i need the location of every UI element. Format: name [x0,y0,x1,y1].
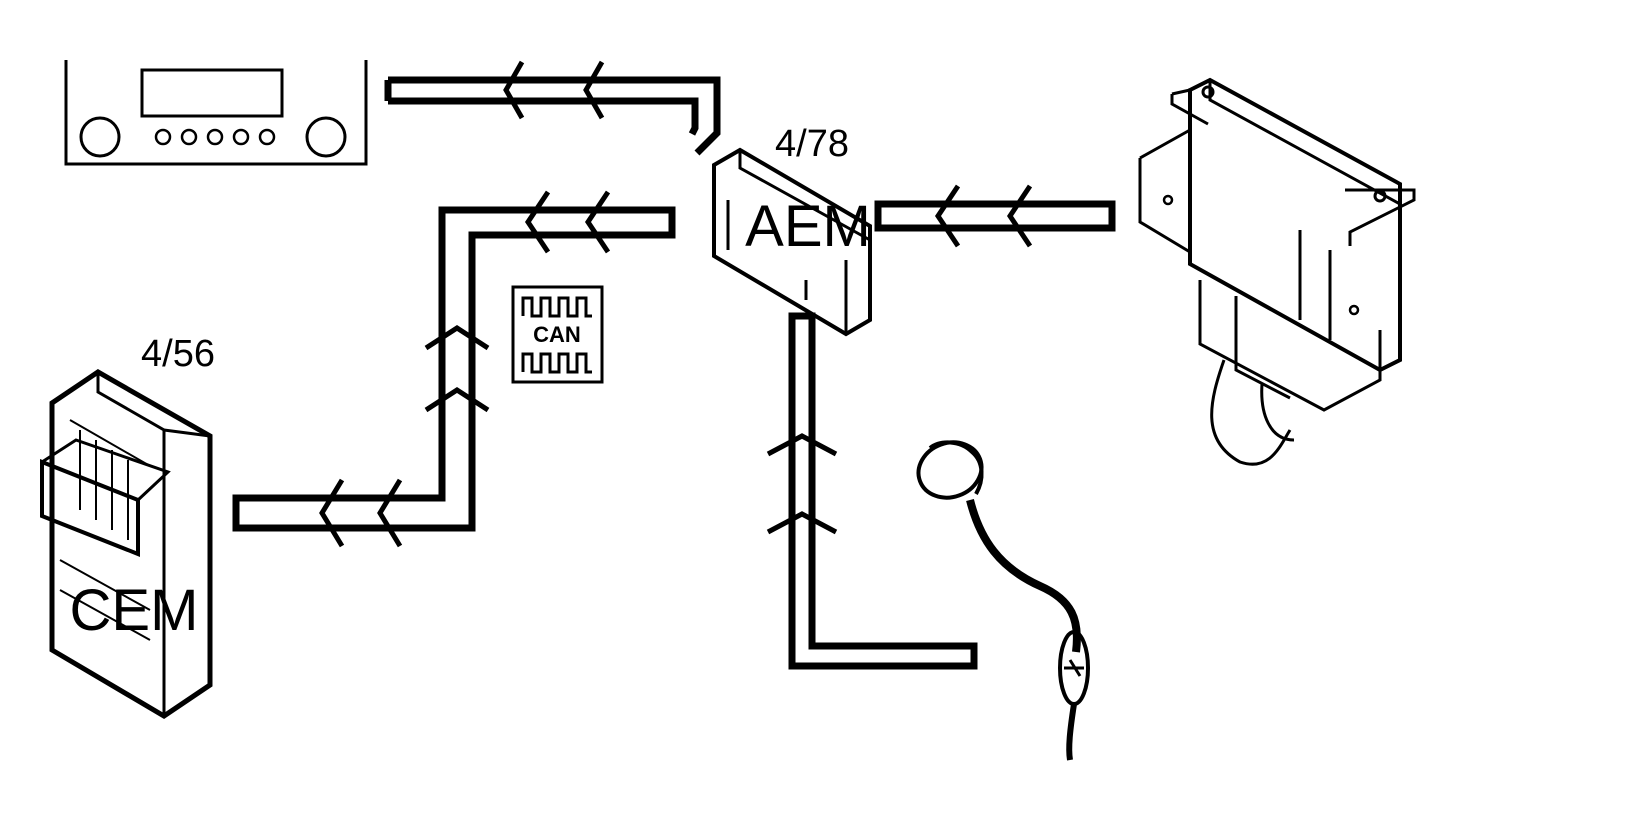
cem-ref-label: 4/56 [141,333,215,375]
can-bus-symbol: CAN [511,285,604,384]
cem-module: CEM 4/56 [40,333,215,719]
link-aem-sensor [766,312,978,670]
aem-ref-label: 4/78 [775,123,849,165]
microphone-sensor [916,440,1090,761]
cem-label: CEM [70,578,199,643]
bracket-control-unit [1138,77,1416,466]
aem-module: AEM 4/78 [712,123,872,337]
audio-head-unit [64,60,368,166]
can-label: CAN [533,322,581,347]
link-aem-bracket-unit [874,184,1116,248]
can-bus-link [232,190,676,548]
link-radio-aem [384,60,721,156]
aem-label: AEM [745,194,871,259]
